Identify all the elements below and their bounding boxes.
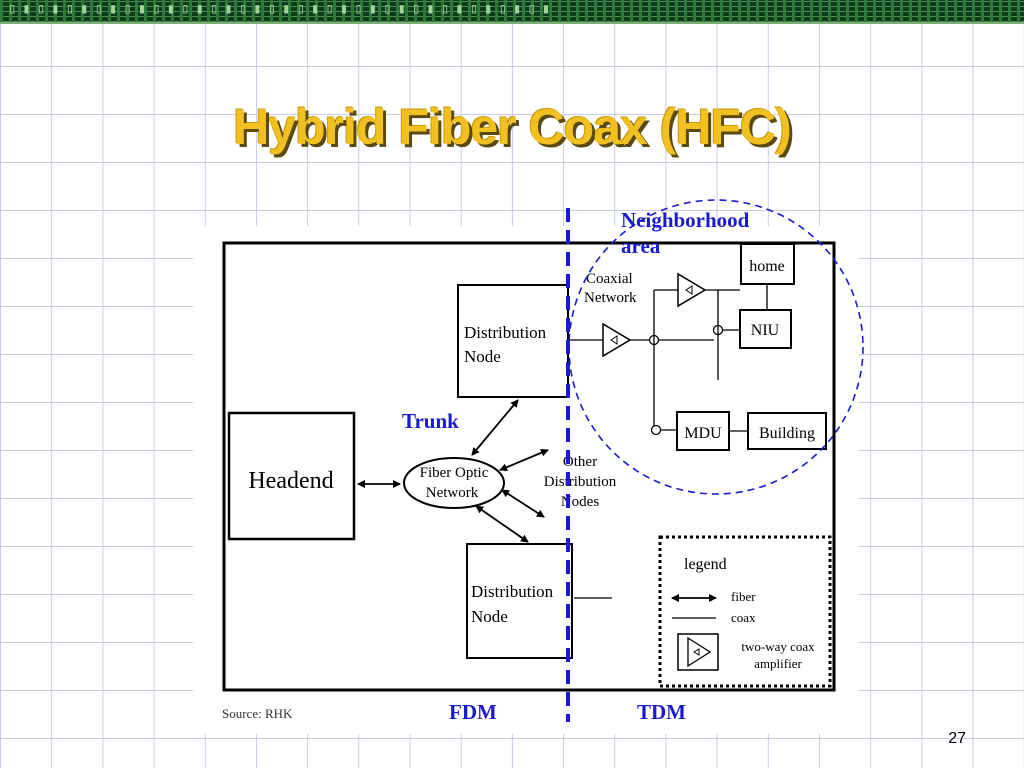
diagram-frame [222,241,836,692]
legend-amp-label-2: amplifier [754,656,802,671]
distribution-node-top-label-2: Node [464,347,501,366]
building-label: Building [759,425,815,442]
fiber-link-other-2 [501,489,545,518]
source-credit: Source: RHK [222,706,293,721]
other-nodes-label-3: Nodes [561,494,599,510]
splitter-2-icon [650,424,662,436]
building-box [747,412,827,450]
fiber-network-label-1: Fiber Optic [420,465,489,481]
distribution-node-bottom-label-1: Distribution [471,582,554,601]
coaxial-network-label-2: Network [584,290,637,306]
amplifier-1-inner-icon [610,335,618,345]
distribution-node-bottom [466,543,573,659]
fiber-link-other-1 [499,449,549,471]
neighborhood-label-2: area [621,234,661,258]
distribution-node-top-label-1: Distribution [464,323,547,342]
other-nodes-label-1: Other [563,454,597,470]
neighborhood-area-circle [568,199,864,495]
legend-amplifier-inner-icon [693,648,700,656]
headend-box [227,411,356,541]
banner-circuit-pattern: ▯▮▯▮▯▮▯▮▯▮▯▮▯▮▯▮▯▮▯▮▯▮▯▮▯▮▯▮▯▮▯▮▯▮▯▮▯▮ [8,1,557,17]
slide-title: Hybrid Fiber Coax (HFC) [233,99,792,155]
mdu-label: MDU [684,425,722,442]
amplifier-2-inner-icon [685,285,693,295]
neighborhood-label-1: Neighborhood [621,208,750,232]
tdm-label: TDM [637,700,686,724]
home-label: home [749,258,785,275]
legend-fiber-label: fiber [731,589,756,604]
trunk-label: Trunk [402,409,459,433]
fiber-link-top-node [471,399,519,456]
coaxial-network-label-1: Coaxial [586,271,633,287]
fdm-label: FDM [449,700,497,724]
headend-label: Headend [248,468,333,494]
top-banner: ▯▮▯▮▯▮▯▮▯▮▯▮▯▮▯▮▯▮▯▮▯▮▯▮▯▮▯▮▯▮▯▮▯▮▯▮▯▮ [0,0,1024,24]
legend-coax-label: coax [731,610,756,625]
legend-amp-label-1: two-way coax [741,639,815,654]
other-nodes-label-2: Distribution [544,474,617,490]
fiber-network-label-2: Network [426,485,479,501]
niu-box [739,309,792,349]
fiber-network-ellipse [403,457,505,509]
niu-label: NIU [751,322,780,339]
fiber-link-bottom-node [475,505,529,543]
page-number: 27 [948,730,966,747]
legend-title: legend [684,556,727,573]
distribution-node-bottom-label-2: Node [471,607,508,626]
neighborhood-label: Neighborhood area [621,207,749,259]
